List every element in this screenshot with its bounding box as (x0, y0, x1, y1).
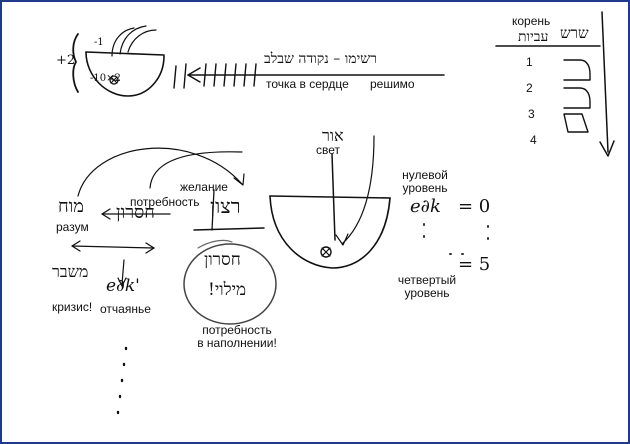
small-vessel-arc-1 (111, 27, 135, 57)
label-light: свет (316, 143, 341, 157)
label-crisis: кризис! (52, 300, 93, 314)
fulfillment-connector (197, 239, 233, 249)
reshimo-tick-marks (173, 63, 257, 89)
label-reshimo: решимо (370, 77, 415, 91)
fulfillment-hebrew-need: חסרון (204, 250, 241, 270)
label-need-fulfillment-1: потребность (202, 323, 272, 337)
small-vessel-rim (85, 51, 165, 56)
root-hebrew-word: שרש (560, 24, 589, 42)
level-number-4: 4 (530, 133, 537, 147)
label-zero-level-1: нулевой (402, 168, 448, 182)
label-fourth-level-2: уровень (404, 286, 450, 300)
small-vessel-bowl (85, 51, 165, 97)
label-zero-level-2: уровень (402, 181, 448, 195)
label-need-fulfillment-2: в наполнении! (197, 336, 277, 350)
vessel-point-in-heart (320, 246, 332, 258)
levels-letter-shapes (563, 59, 591, 133)
dotted-descent (116, 346, 128, 415)
arc-mind-to-desire (77, 147, 243, 197)
small-vessel-arc-3 (127, 29, 157, 53)
label-need: потребность (130, 195, 200, 209)
desire-divider (193, 227, 265, 231)
crisis-hebrew-word: משבר (52, 262, 89, 281)
big-vessel-rim (269, 195, 391, 199)
arc-top-loop (149, 151, 243, 189)
small-vessel-point-cross-b (110, 76, 118, 84)
light-arrowhead (335, 233, 349, 246)
small-vessel-minus-one: -1 (94, 37, 104, 48)
mind-hebrew-word: מוח (58, 196, 84, 217)
equals-zero: = 0 (458, 196, 491, 217)
desire-hebrew-word: רצון (210, 194, 241, 218)
label-fourth-level-1: четвертый (397, 273, 457, 287)
light-hebrew-word: אור (322, 126, 344, 145)
levels-down-arrow-line (601, 11, 609, 153)
equals-five: = 5 (458, 254, 491, 275)
level-number-1: 1 (526, 55, 533, 69)
double-arrow-mind-despair (71, 245, 155, 249)
label-despair: отчаянье (100, 302, 151, 316)
small-vessel-bottom-mark: -10×2 (90, 73, 121, 84)
reshimo-hebrew-header: רשימו – נקודה שבלב (264, 51, 378, 67)
fulfillment-circle (183, 243, 277, 325)
level-number-2: 2 (526, 81, 533, 95)
small-vessel-bracket (72, 33, 79, 93)
light-arc-right (341, 135, 375, 245)
aviut-hebrew-word: עביות (518, 29, 549, 45)
need-hebrew-word: חסרון (116, 202, 155, 223)
small-vessel-arc-2 (119, 25, 147, 55)
big-vessel-bowl (269, 195, 391, 269)
label-mind: разум (56, 220, 89, 234)
aviut-zero-script: e∂k (410, 196, 441, 217)
small-vessel-plus: +2 (56, 53, 76, 68)
light-curve (331, 153, 336, 241)
label-desire: желание (180, 180, 228, 194)
despair-hebrew-word: e∂k' (106, 276, 140, 296)
label-root: корень (512, 14, 551, 28)
reshimo-arrowhead (187, 67, 201, 83)
levels-down-arrowhead (599, 140, 615, 157)
arrow-desire-down (211, 189, 215, 231)
label-point-in-heart: точка в сердце (266, 77, 349, 91)
small-vessel-point (109, 75, 119, 85)
level-number-3: 3 (528, 107, 535, 121)
arrow-down-despair (121, 259, 125, 285)
fulfillment-hebrew-milui: מילוי! (208, 280, 247, 300)
dotted-level-connector (423, 223, 489, 255)
